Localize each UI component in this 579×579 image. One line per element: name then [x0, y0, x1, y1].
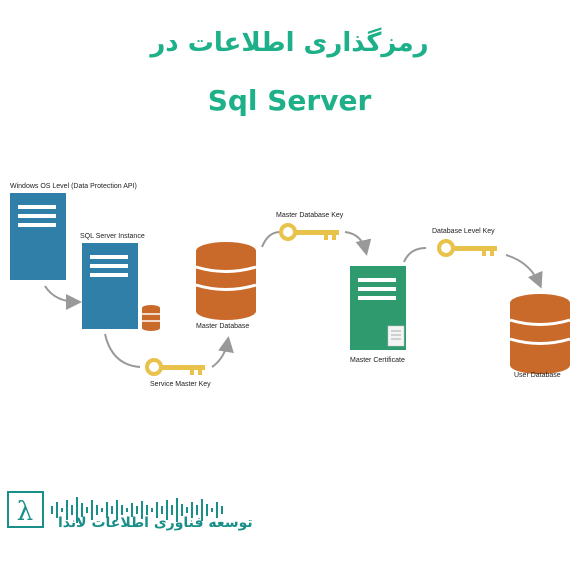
- arrow-certificate-to-dek: [403, 247, 427, 263]
- user-database-icon: [509, 294, 571, 374]
- title-line-1: رمزگذاری اطلاعات در: [150, 28, 429, 58]
- arrow-instance-to-smk: [104, 333, 141, 368]
- arrow-masterdb-to-dmk: [261, 231, 281, 248]
- master-database-icon: [195, 242, 257, 320]
- label-master-database: Master Database: [196, 323, 250, 330]
- label-windows-os: Windows OS Level (Data Protection API): [10, 183, 137, 190]
- database-level-key-icon: [437, 239, 497, 257]
- title-line-2: Sql Server: [207, 84, 372, 117]
- label-database-level-key: Database Level Key: [432, 228, 495, 235]
- sound-wave-decoration: [51, 497, 223, 523]
- arrow-os-to-instance: [44, 285, 82, 310]
- logo-text: توسعه فناوری اطلاعات لاندا: [58, 515, 253, 531]
- small-database-icon: [142, 305, 160, 331]
- arrow-smk-to-masterdb: [211, 336, 234, 368]
- label-master-certificate: Master Certificate: [350, 357, 405, 364]
- label-user-database: User Database: [514, 372, 561, 379]
- windows-os-server-icon: [10, 193, 66, 280]
- label-sql-instance: SQL Server Instance: [80, 233, 145, 240]
- label-master-database-key: Master Database Key: [276, 212, 344, 219]
- label-service-master-key: Service Master Key: [150, 381, 211, 388]
- arrow-dek-to-userdb: [505, 254, 543, 289]
- sql-instance-server-icon: [82, 243, 138, 329]
- service-master-key-icon: [145, 358, 205, 376]
- logo-symbol: λ: [17, 497, 33, 527]
- master-database-key-icon: [279, 223, 339, 241]
- arrow-dmk-to-certificate: [344, 231, 372, 256]
- master-certificate-icon: [350, 266, 406, 350]
- lambda-logo-icon: λ: [7, 491, 44, 528]
